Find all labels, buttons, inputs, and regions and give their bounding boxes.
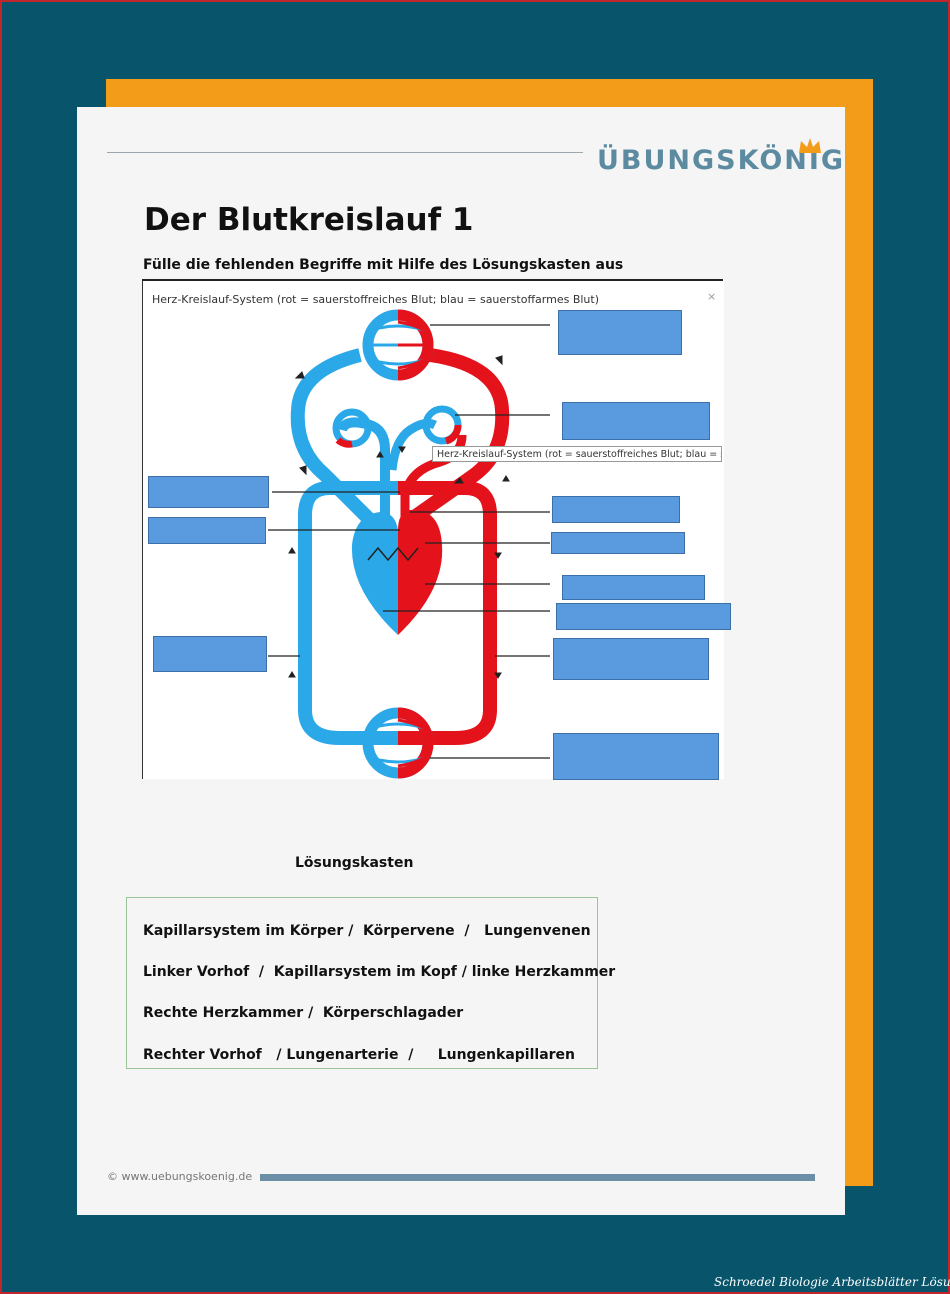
instruction-text: Fülle die fehlenden Begriffe mit Hilfe d… bbox=[143, 257, 624, 273]
footer-url[interactable]: © www.uebungskoenig.de bbox=[107, 1170, 253, 1183]
page-title: Der Blutkreislauf 1 bbox=[144, 202, 474, 238]
answer-box-11[interactable] bbox=[553, 733, 719, 780]
lung-capillaries-left bbox=[332, 408, 372, 448]
answer-box-6[interactable] bbox=[551, 532, 685, 554]
lung-capillaries-right bbox=[422, 405, 462, 445]
watermark-text: Schroedel Biologie Arbeitsblätter Lösung… bbox=[714, 1275, 950, 1289]
answer-box-4[interactable] bbox=[148, 517, 266, 544]
head-artery-right bbox=[405, 348, 510, 526]
leader-lines bbox=[268, 324, 550, 759]
answer-box-8[interactable] bbox=[556, 603, 731, 630]
answer-box-2[interactable] bbox=[562, 402, 710, 440]
close-icon[interactable]: × bbox=[707, 290, 717, 303]
solution-line-4: Rechter Vorhof / Lungenarterie / Lungenk… bbox=[143, 1047, 576, 1063]
header-rule bbox=[107, 152, 583, 153]
solution-line-2: Linker Vorhof / Kapillarsystem im Kopf /… bbox=[143, 964, 616, 980]
footer-bar bbox=[260, 1174, 815, 1181]
diagram-caption: Herz-Kreislauf-System (rot = sauerstoffr… bbox=[152, 293, 600, 306]
solution-box bbox=[126, 897, 598, 1069]
body-capillaries bbox=[362, 707, 434, 779]
answer-box-5[interactable] bbox=[552, 496, 680, 523]
solution-line-3: Rechte Herzkammer / Körperschlagader bbox=[143, 1005, 464, 1021]
heart bbox=[351, 509, 443, 635]
answer-box-3[interactable] bbox=[148, 476, 269, 508]
answer-box-7[interactable] bbox=[562, 575, 705, 600]
solution-title: Lösungskasten bbox=[295, 855, 414, 871]
answer-box-1[interactable] bbox=[558, 310, 682, 355]
solution-line-1: Kapillarsystem im Körper / Körpervene / … bbox=[143, 923, 591, 939]
answer-box-10[interactable] bbox=[553, 638, 709, 680]
body-vein-left bbox=[298, 481, 398, 745]
answer-box-9[interactable] bbox=[153, 636, 267, 672]
head-capillaries bbox=[362, 309, 434, 381]
diagram-tooltip: Herz-Kreislauf-System (rot = sauerstoffr… bbox=[432, 446, 722, 462]
flow-arrows bbox=[288, 355, 510, 679]
head-vein-left bbox=[290, 348, 390, 540]
body-artery-right bbox=[398, 481, 497, 745]
crown-icon bbox=[799, 138, 821, 153]
diagram-top-border bbox=[142, 279, 723, 281]
